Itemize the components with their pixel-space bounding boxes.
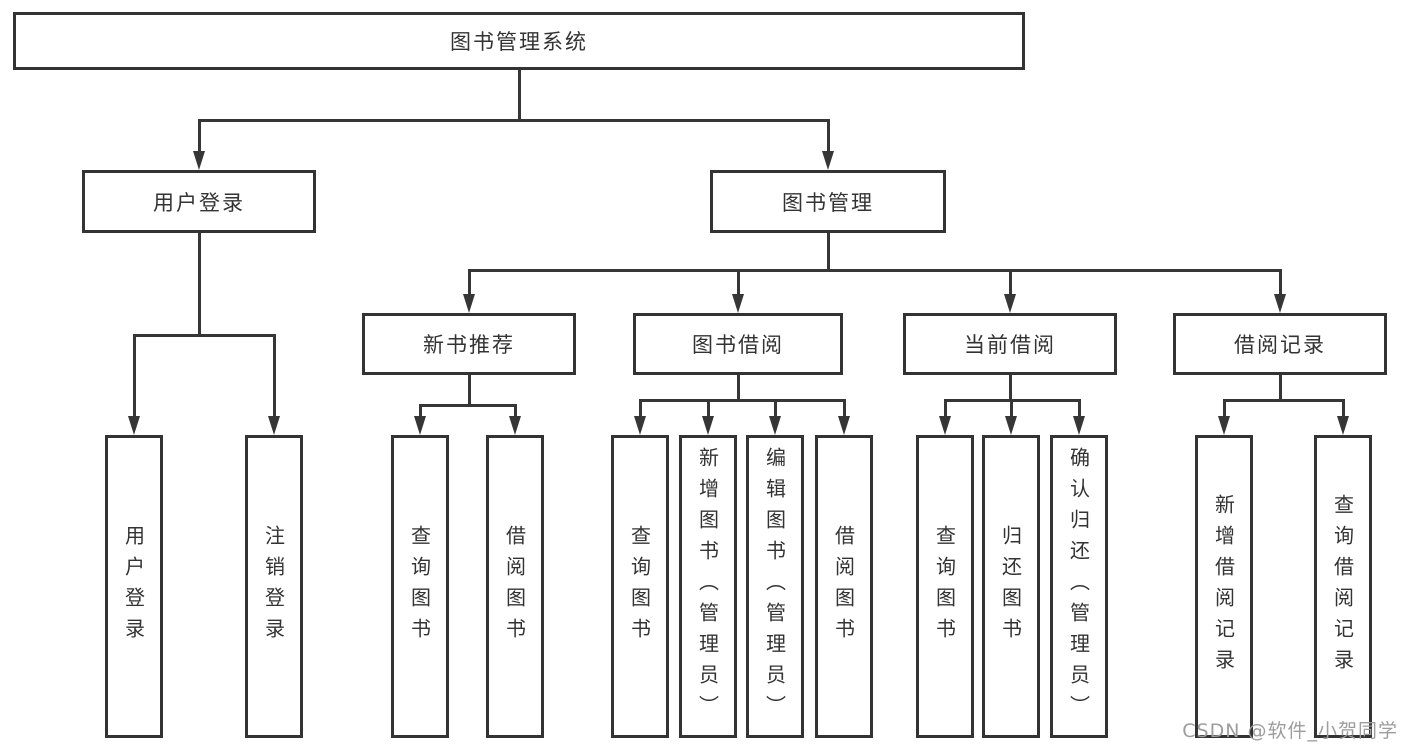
node-v-edit-books: 编辑图书（管理员） xyxy=(746,435,804,738)
edge-rail xyxy=(638,398,846,402)
node-v-return-books-label: 归还图书 xyxy=(998,524,1023,649)
node-v-borrow-books-2-label: 借阅图书 xyxy=(831,524,856,649)
arrow-down-icon xyxy=(822,151,834,170)
arrow-down-icon xyxy=(702,416,714,435)
edge-stem xyxy=(736,375,740,402)
arrow-down-icon xyxy=(128,416,140,435)
edge-drop xyxy=(467,270,471,297)
node-v-query-books-2: 查询图书 xyxy=(611,435,669,738)
arrow-down-icon xyxy=(193,151,205,170)
edge-stem xyxy=(467,375,471,407)
edge-rail xyxy=(132,333,276,337)
edge-drop xyxy=(1077,400,1081,419)
node-current-borrow: 当前借阅 xyxy=(903,313,1117,375)
node-borrow-records: 借阅记录 xyxy=(1173,313,1387,375)
node-user-login-label: 用户登录 xyxy=(153,190,245,215)
arrow-down-icon xyxy=(838,416,850,435)
edge-rail xyxy=(418,403,517,407)
arrow-down-icon xyxy=(732,294,744,313)
edge-rail xyxy=(467,268,1282,272)
edge-drop xyxy=(638,400,642,419)
edge-rail xyxy=(197,118,830,122)
node-user-login: 用户登录 xyxy=(82,170,316,233)
edge-drop xyxy=(842,400,846,419)
node-book-mgmt: 图书管理 xyxy=(710,170,946,233)
edge-drop xyxy=(773,400,777,419)
edge-drop xyxy=(943,400,947,419)
edge-stem xyxy=(826,233,830,272)
edge-stem xyxy=(1008,375,1012,402)
node-root: 图书管理系统 xyxy=(13,12,1025,70)
watermark-text: CSDN @软件_小贺同学 xyxy=(1182,720,1398,742)
arrow-down-icon xyxy=(463,294,475,313)
node-book-borrow: 图书借阅 xyxy=(633,313,843,375)
node-v-add-books: 新增图书（管理员） xyxy=(679,435,737,738)
arrow-down-icon xyxy=(769,416,781,435)
arrow-down-icon xyxy=(1005,416,1017,435)
node-borrow-records-label: 借阅记录 xyxy=(1234,333,1326,357)
node-v-confirm-return-label: 确认归还（管理员） xyxy=(1066,447,1091,726)
arrow-down-icon xyxy=(1004,294,1016,313)
edge-drop xyxy=(418,405,422,419)
node-v-logout: 注销登录 xyxy=(245,435,303,738)
edge-drop xyxy=(132,335,136,419)
node-v-logout-label: 注销登录 xyxy=(261,524,286,649)
node-v-return-books: 归还图书 xyxy=(982,435,1040,738)
node-root-label: 图书管理系统 xyxy=(450,30,588,54)
arrow-down-icon xyxy=(1337,416,1349,435)
edge-drop xyxy=(1278,270,1282,297)
node-v-borrow-books-1: 借阅图书 xyxy=(486,435,544,738)
edge-drop xyxy=(1009,400,1013,419)
edge-drop xyxy=(197,120,201,154)
node-v-borrow-books-1-label: 借阅图书 xyxy=(502,524,527,649)
edge-drop xyxy=(272,335,276,419)
node-new-book-rec-label: 新书推荐 xyxy=(423,333,515,357)
node-current-borrow-label: 当前借阅 xyxy=(964,333,1056,357)
edge-drop xyxy=(1341,400,1345,419)
node-book-borrow-label: 图书借阅 xyxy=(692,333,784,357)
arrow-down-icon xyxy=(1218,416,1230,435)
node-book-mgmt-label: 图书管理 xyxy=(782,190,874,215)
node-v-add-borrow-record: 新增借阅记录 xyxy=(1195,435,1253,738)
edge-rail xyxy=(1222,398,1345,402)
node-v-user-login: 用户登录 xyxy=(105,435,163,738)
arrow-down-icon xyxy=(1073,416,1085,435)
edge-drop xyxy=(1222,400,1226,419)
node-v-query-books-2-label: 查询图书 xyxy=(627,524,652,649)
node-v-confirm-return: 确认归还（管理员） xyxy=(1050,435,1108,738)
node-v-query-books-3: 查询图书 xyxy=(916,435,974,738)
arrow-down-icon xyxy=(1274,294,1286,313)
node-v-add-borrow-record-label: 新增借阅记录 xyxy=(1211,493,1236,680)
node-v-query-borrow-record: 查询借阅记录 xyxy=(1314,435,1372,738)
arrow-down-icon xyxy=(509,416,521,435)
node-v-borrow-books-2: 借阅图书 xyxy=(815,435,873,738)
edge-drop xyxy=(706,400,710,419)
arrow-down-icon xyxy=(634,416,646,435)
node-v-user-login-label: 用户登录 xyxy=(121,524,146,649)
node-v-add-books-label: 新增图书（管理员） xyxy=(695,447,720,726)
node-new-book-rec: 新书推荐 xyxy=(362,313,576,375)
edge-drop xyxy=(826,120,830,154)
edge-drop xyxy=(736,270,740,297)
edge-stem xyxy=(517,70,521,122)
edge-drop xyxy=(1008,270,1012,297)
edge-drop xyxy=(513,405,517,419)
node-v-query-books-1: 查询图书 xyxy=(391,435,449,738)
node-v-query-books-3-label: 查询图书 xyxy=(932,524,957,649)
arrow-down-icon xyxy=(268,416,280,435)
arrow-down-icon xyxy=(939,416,951,435)
edge-stem xyxy=(197,233,201,337)
edge-stem xyxy=(1278,375,1282,402)
node-v-query-borrow-record-label: 查询借阅记录 xyxy=(1330,493,1355,680)
arrow-down-icon xyxy=(414,416,426,435)
node-v-query-books-1-label: 查询图书 xyxy=(407,524,432,649)
node-v-edit-books-label: 编辑图书（管理员） xyxy=(762,447,787,726)
